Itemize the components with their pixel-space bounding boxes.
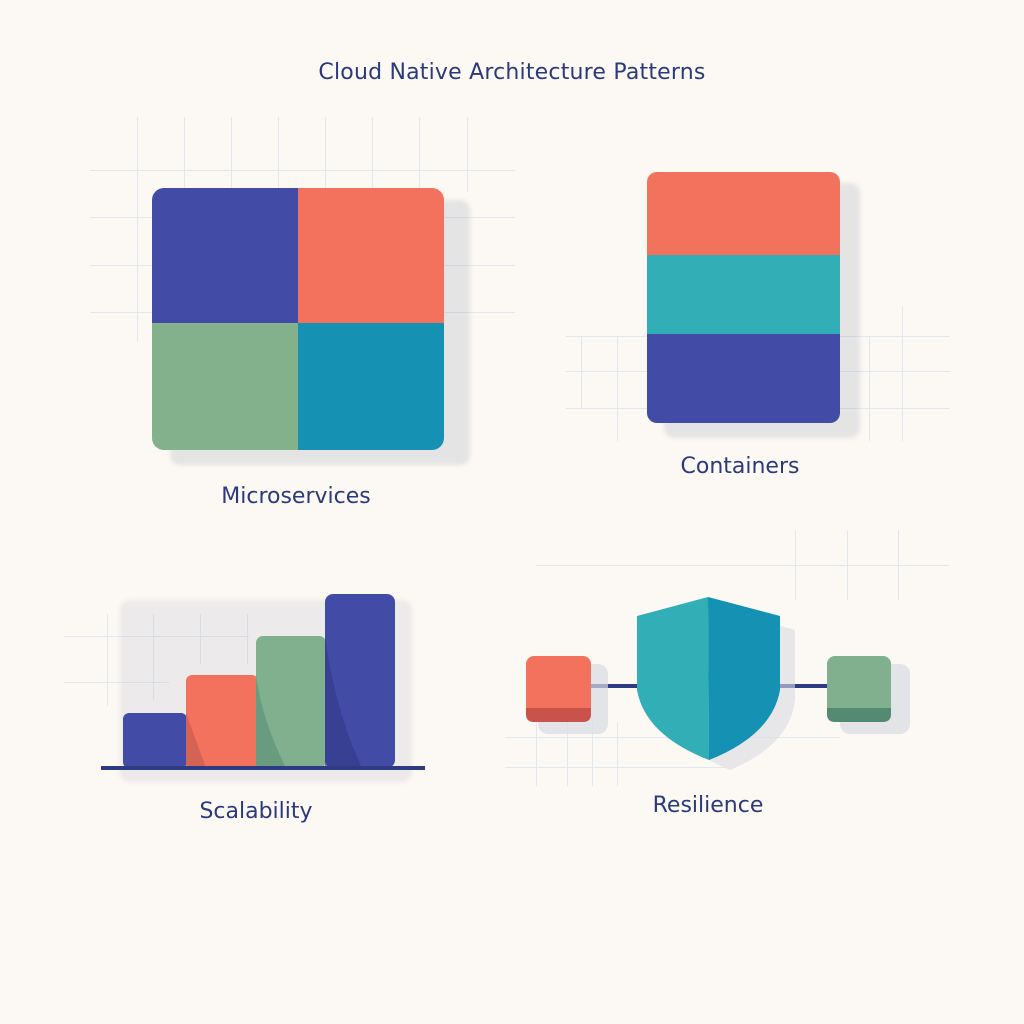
quadrant-bottom-right bbox=[298, 323, 444, 450]
layer-top bbox=[647, 172, 840, 255]
layer-bottom bbox=[647, 334, 840, 423]
label-resilience: Resilience bbox=[652, 793, 764, 818]
label-scalability: Scalability bbox=[199, 799, 313, 824]
node-left bbox=[526, 656, 591, 722]
bar-3-shade bbox=[256, 675, 286, 768]
label-microservices: Microservices bbox=[221, 484, 371, 509]
bar-4-shade bbox=[325, 636, 362, 768]
quadrant-bottom-left bbox=[152, 323, 298, 450]
quadrant-top-left bbox=[152, 188, 298, 323]
bar-2-shade bbox=[186, 713, 206, 768]
node-right bbox=[827, 656, 891, 722]
bar-3 bbox=[256, 636, 326, 768]
layer-middle bbox=[647, 255, 840, 334]
connector-line-left bbox=[588, 684, 640, 688]
bar-1 bbox=[123, 713, 187, 768]
baseline-axis bbox=[101, 766, 425, 770]
quadrant-top-right bbox=[298, 188, 444, 323]
stacked-layers-icon bbox=[647, 172, 840, 423]
label-containers: Containers bbox=[680, 454, 800, 479]
shield-icon bbox=[637, 597, 780, 760]
page-title: Cloud Native Architecture Patterns bbox=[318, 60, 706, 85]
connector-line-right bbox=[776, 684, 828, 688]
four-quadrant-grid-icon bbox=[152, 188, 444, 450]
bar-2 bbox=[186, 675, 258, 768]
